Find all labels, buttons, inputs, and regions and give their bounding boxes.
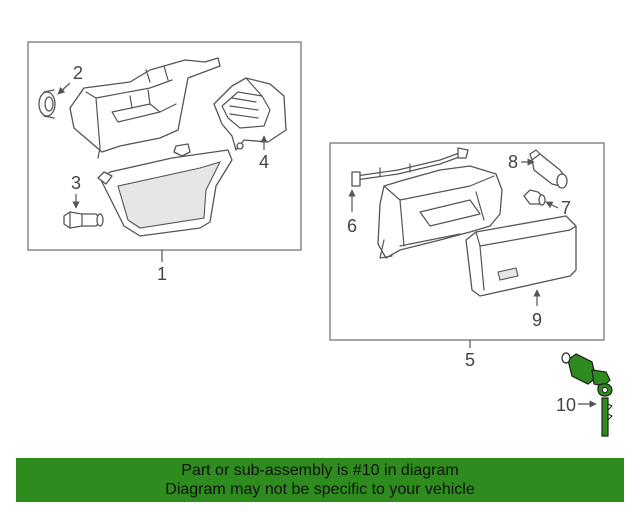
part-8-damper[interactable] — [529, 149, 568, 189]
callout-8: 8 — [508, 152, 518, 172]
part-3-bolt[interactable] — [63, 211, 104, 229]
part-2-clip[interactable] — [38, 89, 56, 119]
callout-1: 1 — [157, 264, 167, 284]
assembly-5-box — [329, 142, 605, 341]
info-banner: Part or sub-assembly is #10 in diagram D… — [16, 458, 624, 502]
callout-7: 7 — [561, 198, 571, 218]
part-7-stopper[interactable] — [523, 189, 546, 206]
part-9-door[interactable] — [465, 215, 577, 297]
callout-4: 4 — [259, 152, 269, 172]
part-6-rod[interactable] — [351, 147, 469, 187]
callout-9: 9 — [532, 310, 542, 330]
part-4-vent[interactable] — [213, 77, 287, 151]
banner-line-1: Part or sub-assembly is #10 in diagram — [181, 462, 459, 479]
upper-housing — [69, 57, 221, 159]
banner-line-2: Diagram may not be specific to your vehi… — [165, 481, 475, 498]
lower-panel — [97, 143, 233, 237]
callout-6: 6 — [347, 216, 357, 236]
callout-10: 10 — [556, 395, 576, 415]
callout-5: 5 — [465, 350, 475, 370]
callout-3: 3 — [71, 173, 81, 193]
glovebox-housing — [377, 165, 503, 259]
assembly-1-box — [27, 41, 302, 251]
part-10-key[interactable] — [597, 383, 613, 437]
callout-2: 2 — [73, 63, 83, 83]
part-10-lock-cylinder[interactable] — [561, 352, 611, 387]
